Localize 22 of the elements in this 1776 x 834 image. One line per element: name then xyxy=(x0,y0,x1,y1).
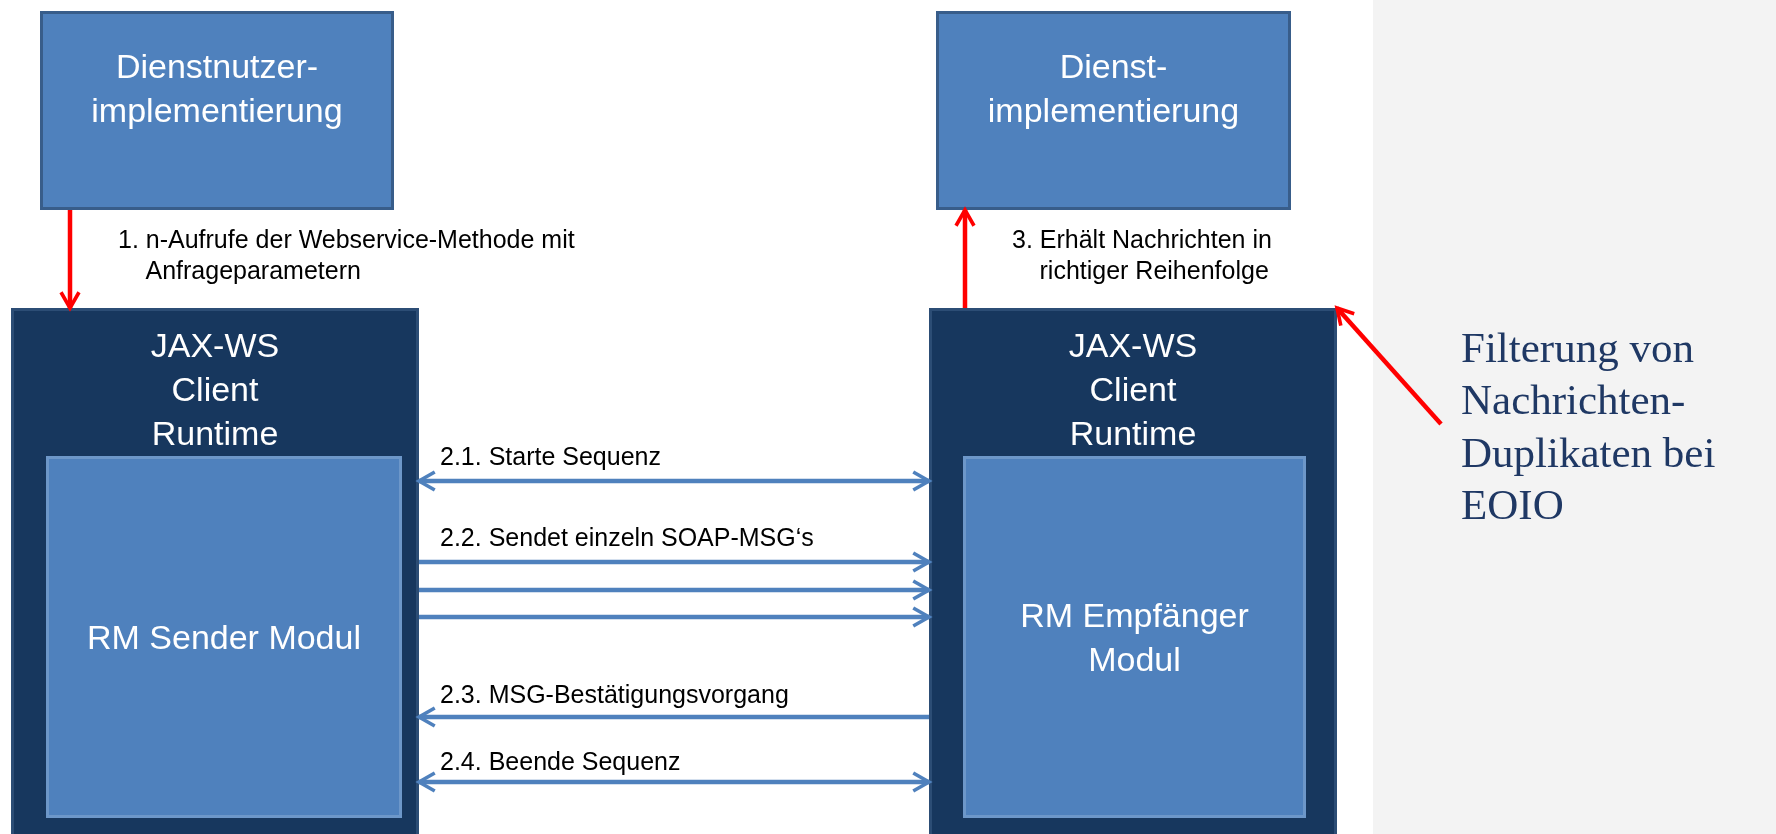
box-title: RM Empfänger Modul xyxy=(1019,594,1250,680)
arrow xyxy=(954,208,976,308)
box-title: JAX-WS Client Runtime xyxy=(1067,325,1199,455)
arrow xyxy=(419,551,931,573)
arrow xyxy=(417,470,931,492)
box-title: JAX-WS Client Runtime xyxy=(149,325,281,455)
box-title: Dienst-implementierung xyxy=(986,46,1241,132)
arrow xyxy=(417,706,929,728)
arrow xyxy=(59,210,81,310)
module-box xyxy=(46,456,402,818)
leader-line xyxy=(1335,306,1443,426)
arrow xyxy=(419,579,931,601)
module-box xyxy=(963,456,1306,818)
container-box xyxy=(929,308,1337,834)
process-box xyxy=(936,11,1291,210)
container-box xyxy=(11,308,419,834)
process-box xyxy=(40,11,394,210)
box-title: RM Sender Modul xyxy=(87,616,361,658)
box-title: Dienstnutzer-implementierung xyxy=(90,46,344,132)
note-text: Filterung von Nachrichten-Duplikaten bei EOIO xyxy=(1461,323,1717,531)
arrow xyxy=(419,606,931,628)
arrow xyxy=(417,771,931,793)
